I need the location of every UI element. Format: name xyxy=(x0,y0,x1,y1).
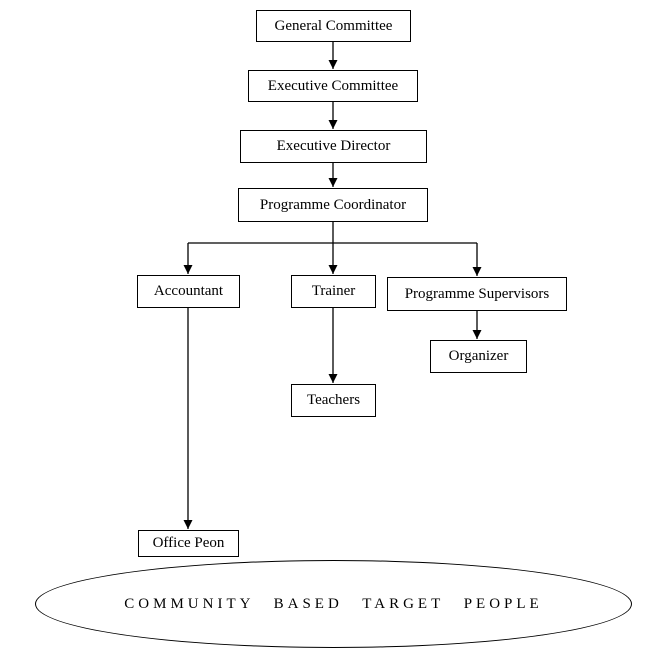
node-label: Executive Director xyxy=(276,138,391,154)
node-label: Teachers xyxy=(306,392,361,408)
node-teachers: Teachers xyxy=(291,384,376,417)
node-label: Executive Committee xyxy=(267,77,399,94)
node-label: Trainer xyxy=(311,283,356,299)
node-label: Accountant xyxy=(153,283,224,299)
node-office-peon: Office Peon xyxy=(138,530,239,557)
node-label: Programme Coordinator xyxy=(259,196,407,213)
node-label: Programme Supervisors xyxy=(404,285,550,302)
node-programme-supervisors: Programme Supervisors xyxy=(387,277,567,311)
node-executive-committee: Executive Committee xyxy=(248,70,418,102)
node-general-committee: General Committee xyxy=(256,10,411,42)
node-accountant: Accountant xyxy=(137,275,240,308)
node-community-based-target-people: COMMUNITY BASED TARGET PEOPLE xyxy=(35,560,632,648)
node-programme-coordinator: Programme Coordinator xyxy=(238,188,428,222)
node-label: COMMUNITY BASED TARGET PEOPLE xyxy=(124,595,543,612)
node-label: Office Peon xyxy=(152,535,225,551)
node-executive-director: Executive Director xyxy=(240,130,427,163)
node-label: Organizer xyxy=(448,348,509,364)
node-label: General Committee xyxy=(274,17,393,34)
node-trainer: Trainer xyxy=(291,275,376,308)
node-organizer: Organizer xyxy=(430,340,527,373)
